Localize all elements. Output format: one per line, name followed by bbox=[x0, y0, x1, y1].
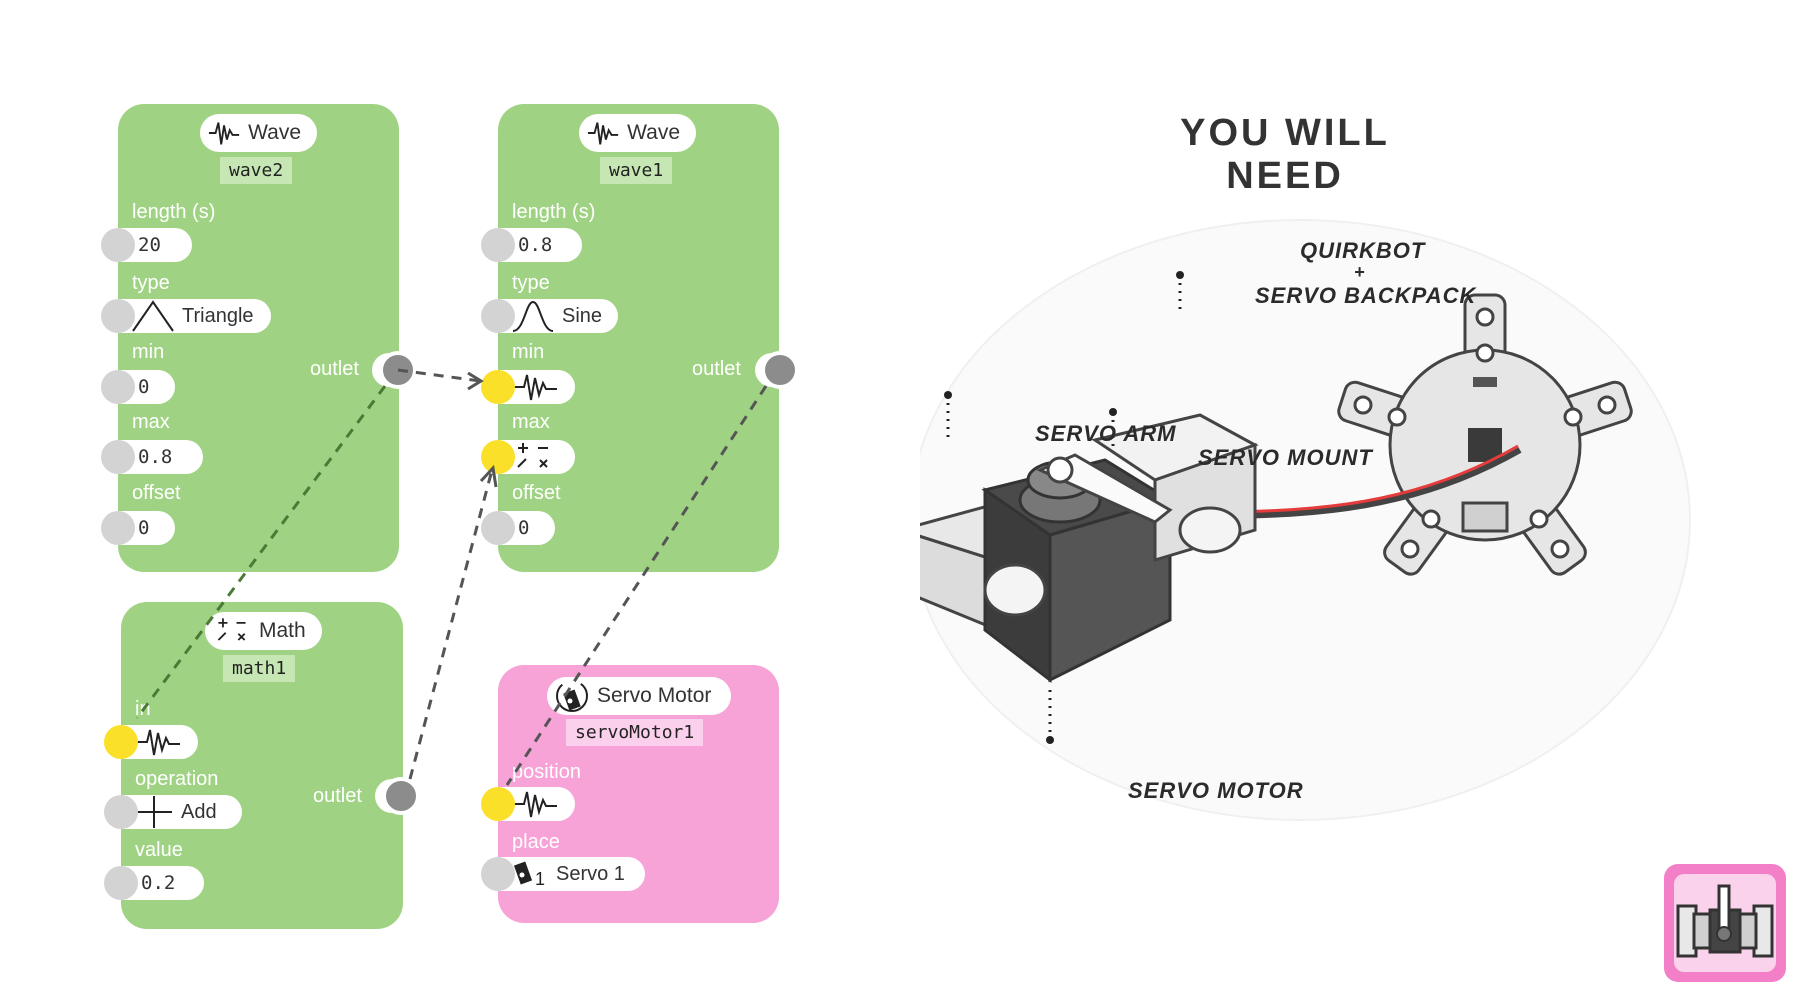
servo-motor-label: SERVO MOTOR bbox=[1128, 778, 1304, 803]
min-inlet[interactable] bbox=[481, 370, 515, 404]
node-id-label: wave2 bbox=[220, 157, 293, 184]
wave-icon bbox=[136, 729, 180, 756]
wave-icon bbox=[513, 374, 557, 401]
operation-label: operation bbox=[135, 768, 219, 790]
offset-label: offset bbox=[512, 482, 561, 504]
outlet-label: outlet bbox=[313, 785, 362, 807]
outlet-label: outlet bbox=[310, 358, 359, 380]
node-id-label: math1 bbox=[223, 655, 296, 682]
min-inlet[interactable] bbox=[101, 370, 135, 404]
type-inlet[interactable] bbox=[101, 299, 135, 333]
math-icon bbox=[517, 443, 548, 468]
type-value: Triangle bbox=[182, 304, 254, 327]
svg-text:1: 1 bbox=[535, 869, 545, 889]
servo-motor-icon bbox=[556, 680, 588, 712]
max-label: max bbox=[132, 411, 170, 433]
servo-backpack-label: SERVO BACKPACK bbox=[1255, 283, 1477, 308]
max-label: max bbox=[512, 411, 550, 433]
max-inlet[interactable] bbox=[481, 440, 515, 474]
length-inlet[interactable] bbox=[101, 228, 135, 262]
place-value: Servo 1 bbox=[556, 862, 625, 885]
node-type-label: Math bbox=[259, 619, 306, 642]
servo-mount-label: SERVO MOUNT bbox=[1198, 445, 1373, 470]
servo-place-icon: 1 bbox=[513, 861, 545, 889]
node-type-label: Wave bbox=[248, 121, 301, 144]
min-label: min bbox=[512, 341, 545, 363]
value-label: value bbox=[135, 839, 183, 861]
position-label: position bbox=[512, 761, 581, 783]
offset-label: offset bbox=[132, 482, 181, 504]
servo-assembly bbox=[920, 413, 1259, 684]
in-label: in bbox=[135, 698, 151, 720]
wave1-title[interactable]: Wave bbox=[579, 114, 696, 152]
max-inlet[interactable] bbox=[101, 440, 135, 474]
parts-illustration bbox=[920, 219, 1691, 821]
offset-inlet[interactable] bbox=[481, 511, 515, 545]
length-label: length (s) bbox=[512, 201, 596, 223]
wave-icon bbox=[513, 791, 557, 818]
wave1-node[interactable]: Wave wave1 length (s) 0.8 type Sine min … bbox=[481, 104, 799, 572]
wave-icon bbox=[587, 122, 619, 145]
value-inlet[interactable] bbox=[104, 866, 138, 900]
wave2-outlet[interactable] bbox=[379, 351, 417, 389]
wave1-outlet[interactable] bbox=[761, 351, 799, 389]
min-label: min bbox=[132, 341, 165, 363]
position-inlet[interactable] bbox=[481, 787, 515, 821]
operation-inlet[interactable] bbox=[104, 795, 138, 829]
quirkbot-board bbox=[1337, 293, 1633, 576]
type-select[interactable]: Triangle bbox=[104, 299, 271, 333]
servo-motor-title[interactable]: Servo Motor bbox=[547, 677, 731, 715]
servo-motor-node[interactable]: Servo Motor servoMotor1 position place 1… bbox=[481, 665, 779, 923]
math1-node[interactable]: Math math1 in operation Add value 0.2 ou… bbox=[104, 602, 420, 929]
math1-title[interactable]: Math bbox=[205, 612, 322, 650]
type-label: type bbox=[132, 272, 170, 294]
node-id-label: wave1 bbox=[600, 157, 673, 184]
node-type-label: Wave bbox=[627, 121, 680, 144]
type-inlet[interactable] bbox=[481, 299, 515, 333]
math-icon bbox=[217, 618, 246, 641]
triangle-wave-icon bbox=[132, 300, 174, 332]
wave-icon bbox=[208, 122, 240, 145]
offset-inlet[interactable] bbox=[101, 511, 135, 545]
outlet-label: outlet bbox=[692, 358, 741, 380]
quirkbot-label: QUIRKBOT bbox=[1300, 238, 1426, 263]
place-inlet[interactable] bbox=[481, 857, 515, 891]
type-value: Sine bbox=[562, 304, 603, 327]
node-id-label: servoMotor1 bbox=[566, 719, 704, 746]
length-inlet[interactable] bbox=[481, 228, 515, 262]
wire-math1-to-wave1-max bbox=[408, 469, 494, 780]
sine-wave-icon bbox=[512, 300, 554, 332]
plus-label: + bbox=[1354, 262, 1366, 282]
type-label: type bbox=[512, 272, 550, 294]
you-will-need-title: YOU WILL NEED bbox=[1180, 112, 1390, 197]
wave2-node[interactable]: Wave wave2 length (s) 20 type Triangle m… bbox=[101, 104, 417, 572]
operation-value: Add bbox=[181, 800, 217, 823]
wave2-title[interactable]: Wave bbox=[200, 114, 317, 152]
math1-outlet[interactable] bbox=[382, 777, 420, 815]
servo-mount-icon bbox=[1674, 874, 1776, 972]
node-type-label: Servo Motor bbox=[597, 684, 712, 707]
place-label: place bbox=[512, 831, 560, 853]
servo-arm-label: SERVO ARM bbox=[1035, 421, 1177, 446]
plus-icon bbox=[136, 796, 172, 828]
in-inlet[interactable] bbox=[104, 725, 138, 759]
corner-badge[interactable] bbox=[1664, 864, 1786, 982]
length-label: length (s) bbox=[132, 201, 216, 223]
